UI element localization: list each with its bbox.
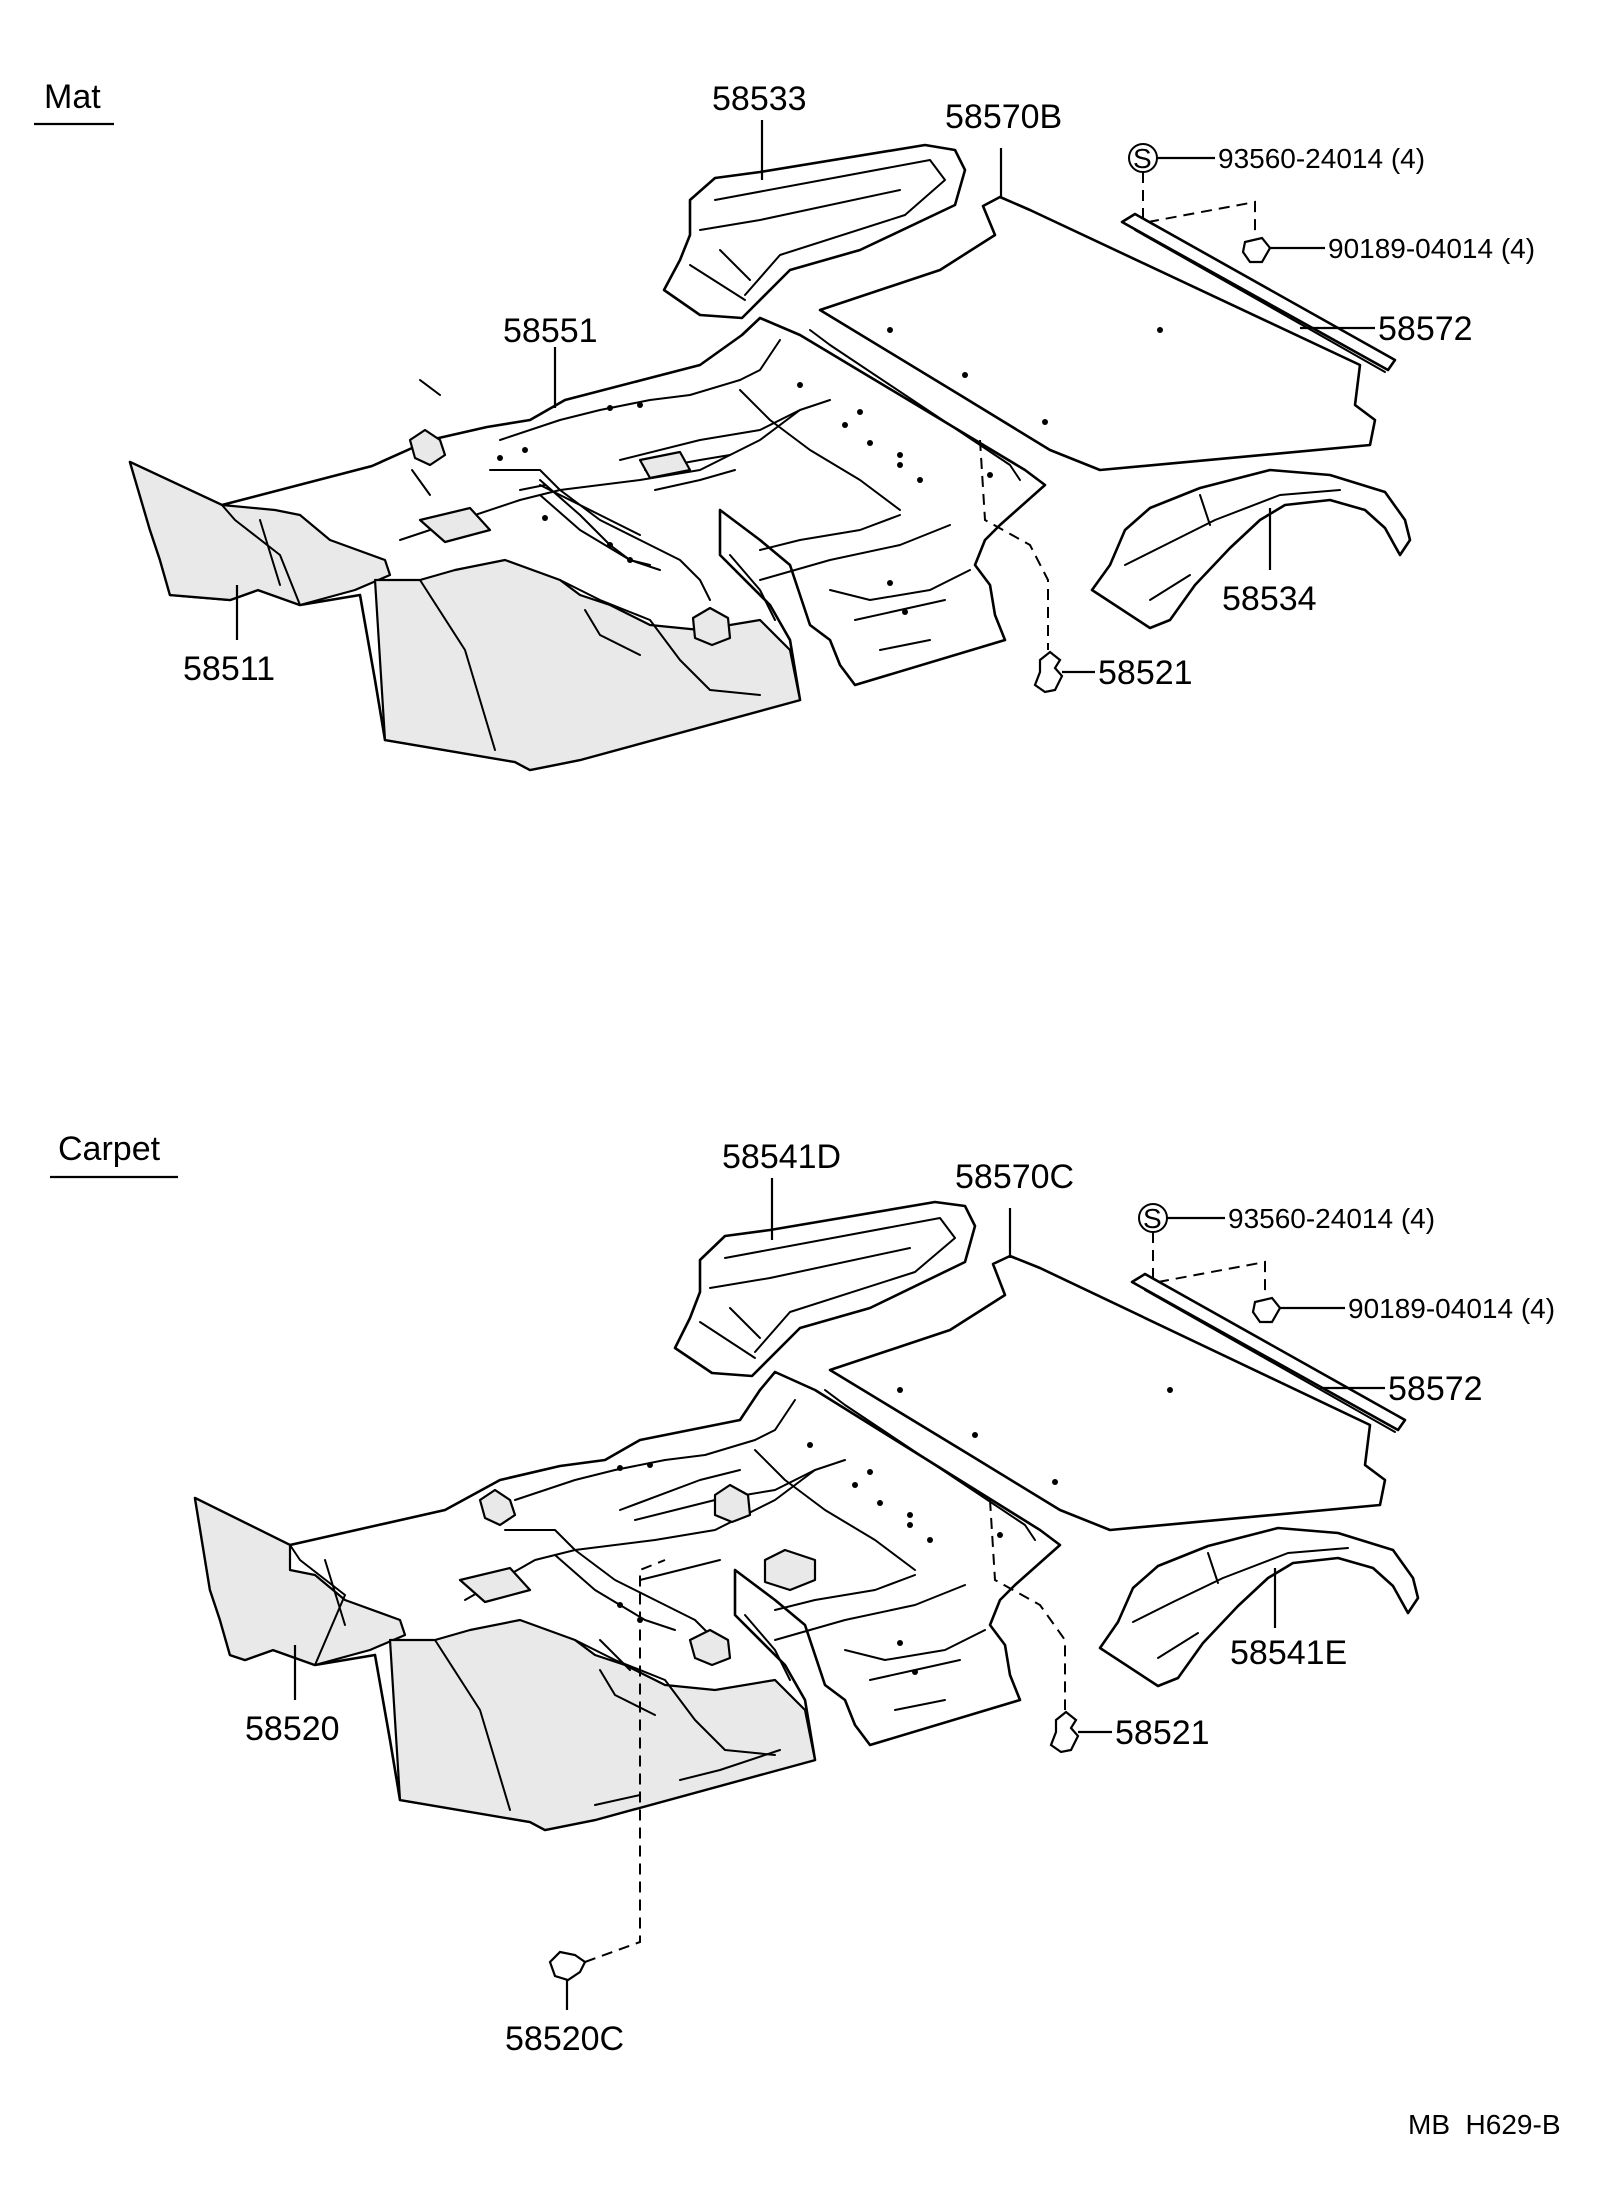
label-58570B: 58570B — [945, 98, 1062, 136]
label-58541D: 58541D — [722, 1138, 841, 1176]
label-58533: 58533 — [712, 80, 807, 118]
part-58541E — [1098, 1526, 1420, 1688]
part-58533 — [662, 143, 967, 320]
label-58572: 58572 — [1378, 310, 1473, 348]
label-93560-24014: 93560-24014 (4) — [1228, 1203, 1435, 1234]
label-58520C: 58520C — [505, 2020, 624, 2058]
carpet-section: Carpet — [50, 1130, 1555, 2058]
label-58520: 58520 — [245, 1710, 340, 1748]
label-58572: 58572 — [1388, 1370, 1483, 1408]
label-58511: 58511 — [183, 650, 275, 688]
label-58521: 58521 — [1098, 654, 1193, 692]
screw-symbol: S — [1133, 143, 1152, 174]
fastener-58521-carpet — [989, 1499, 1112, 1754]
fastener-90189-carpet — [1157, 1260, 1345, 1324]
part-58534 — [1090, 468, 1412, 630]
fastener-58521-mat — [979, 439, 1095, 694]
label-90189-04014: 90189-04014 (4) — [1328, 233, 1535, 264]
screw-symbol: S — [1143, 1203, 1162, 1234]
part-58570C — [828, 1254, 1387, 1532]
fastener-90189-mat — [1147, 200, 1325, 264]
figure-code: MB H629-B — [1408, 2109, 1561, 2140]
label-58534: 58534 — [1222, 580, 1317, 618]
mat-section: Mat — [34, 78, 1535, 772]
fastener-58520C — [548, 1559, 666, 2010]
part-58520 — [193, 1370, 1062, 1832]
section-title-mat: Mat — [44, 78, 101, 116]
label-58521: 58521 — [1115, 1714, 1210, 1752]
label-58551: 58551 — [503, 312, 598, 350]
label-93560-24014: 93560-24014 (4) — [1218, 143, 1425, 174]
label-58541E: 58541E — [1230, 1634, 1347, 1672]
part-58541D — [673, 1200, 977, 1378]
label-90189-04014: 90189-04014 (4) — [1348, 1293, 1555, 1324]
part-58572 — [1120, 212, 1397, 373]
fastener-93560-carpet: S — [1138, 1203, 1225, 1285]
part-58570B — [818, 195, 1377, 472]
fastener-93560-mat: S — [1128, 143, 1215, 225]
section-title-carpet: Carpet — [58, 1130, 161, 1168]
label-58570C: 58570C — [955, 1158, 1074, 1196]
part-58511-58551 — [128, 316, 1047, 772]
part-58572-carpet — [1130, 1272, 1407, 1433]
